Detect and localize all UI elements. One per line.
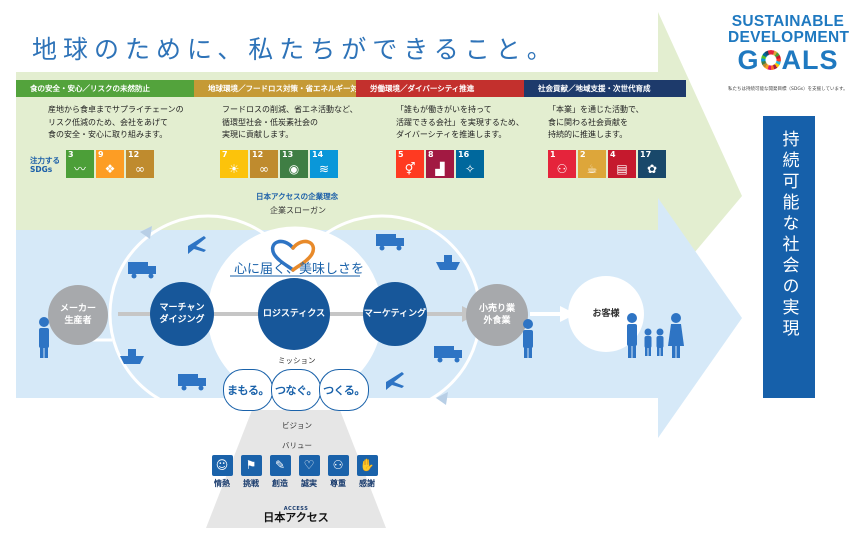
sdg-goal-17-icon: 17✿ [638, 150, 666, 178]
sdg-goal-16-icon: 16✧ [456, 150, 484, 178]
node-manufacturer: メーカー生産者 [48, 285, 108, 345]
desc-environment: フードロスの削減、省エネ活動など、循環型社会・低炭素社会の実現に貢献します。 [222, 105, 358, 139]
loop-arrowhead-icon [436, 392, 448, 405]
node-marketing: マーケティング [363, 282, 427, 346]
node-merchandising: マーチャンダイジング [150, 282, 214, 346]
mission-protect: まもる。 [223, 369, 273, 411]
gratitude-icon: ✋ [356, 455, 378, 476]
category-food-safety: 食の安全・安心／リスクの未然防止 [16, 80, 194, 97]
sincerity-icon: ♡ [298, 455, 320, 476]
value-pyramid [206, 400, 386, 528]
sdg-color-wheel-icon [760, 50, 781, 70]
family-icon [627, 313, 684, 358]
loop-arrowhead-icon [140, 226, 152, 239]
sdg-goal-12-icon: 12∞ [126, 150, 154, 178]
philosophy-label: 日本アクセスの企業理念 [256, 192, 339, 201]
desc-food-safety: 産地から食卓までサプライチェーンのリスク低減のため、会社をあげて食の安全・安心に… [48, 105, 184, 139]
creation-icon: ✎ [269, 455, 291, 476]
value-label: バリュー [282, 441, 312, 450]
value-gratitude: ✋感謝 [355, 455, 379, 489]
sdg-icons-food: 3〰 9❖ 12∞ [66, 150, 154, 178]
sdg-goal-13-icon: 13◉ [280, 150, 308, 178]
mission-label: ミッション [278, 356, 316, 365]
category-labor: 労働環境／ダイバーシティ推進 [356, 80, 524, 97]
values-row: ☺情熱 ⚑挑戦 ✎創造 ♡誠実 ⚇尊重 ✋感謝 [210, 455, 379, 489]
node-logistics: ロジスティクス [258, 278, 330, 350]
truck-icon [434, 346, 462, 363]
mission-create: つくる。 [319, 369, 369, 411]
slogan-label: 企業スローガン [270, 206, 326, 215]
person-icon [523, 319, 533, 358]
slogan-text: 心に届く、美味しさを [234, 262, 365, 277]
sdg-goal-4-icon: 4▤ [608, 150, 636, 178]
company-brand: ACCESS 日本アクセス [263, 506, 329, 524]
sdg-goal-9-icon: 9❖ [96, 150, 124, 178]
airplane-icon [188, 236, 206, 254]
sdg-goal-1-icon: 1⚇ [548, 150, 576, 178]
category-environment: 地球環境／フードロス対策・省エネルギー対策 [194, 80, 366, 97]
sustainable-society-banner: 持続可能な社会の実現 [763, 116, 815, 398]
value-sincerity: ♡誠実 [297, 455, 321, 489]
truck-icon [128, 262, 156, 279]
sdg-icons-social: 1⚇ 2☕ 4▤ 17✿ [548, 150, 666, 178]
desc-labor: 「誰もが働きがいを持って活躍できる会社」を実現するため、ダイバーシティを推進しま… [396, 105, 524, 139]
category-social: 社会貢献／地域支援・次世代育成 [524, 80, 686, 97]
respect-icon: ⚇ [327, 455, 349, 476]
person-icon [39, 317, 49, 358]
sdg-goal-3-icon: 3〰 [66, 150, 94, 178]
challenge-icon: ⚑ [240, 455, 262, 476]
value-creation: ✎創造 [268, 455, 292, 489]
sdg-icons-labor: 5⚥ 8▟ 16✧ [396, 150, 484, 178]
truck-icon [376, 234, 404, 251]
mission-connect: つなぐ。 [271, 369, 321, 411]
truck-icon [178, 374, 206, 391]
page-heading: 地球のために、私たちができること。 [32, 35, 558, 64]
node-retail-foodservice: 小売り業外食業 [466, 284, 528, 346]
sdg-goal-12-icon: 12∞ [250, 150, 278, 178]
desc-social: 「本業」を通じた活動で、食に関わる社会貢献を持続的に推進します。 [548, 105, 644, 139]
value-passion: ☺情熱 [210, 455, 234, 489]
vision-label: ビジョン [282, 421, 312, 430]
ship-icon [120, 349, 144, 364]
sdg-goal-8-icon: 8▟ [426, 150, 454, 178]
airplane-icon [386, 372, 404, 390]
sdg-goal-2-icon: 2☕ [578, 150, 606, 178]
sdg-goal-14-icon: 14≋ [310, 150, 338, 178]
heart-logo-icon [270, 239, 316, 272]
value-respect: ⚇尊重 [326, 455, 350, 489]
passion-icon: ☺ [211, 455, 233, 476]
sdg-note: 私たちは持続可能な開発目標（SDGs）を支援しています。 [728, 87, 848, 92]
sdg-icons-environment: 7☀ 12∞ 13◉ 14≋ [220, 150, 338, 178]
value-challenge: ⚑挑戦 [239, 455, 263, 489]
ship-icon [436, 255, 460, 270]
sdg-goal-7-icon: 7☀ [220, 150, 248, 178]
sdg-goal-5-icon: 5⚥ [396, 150, 424, 178]
